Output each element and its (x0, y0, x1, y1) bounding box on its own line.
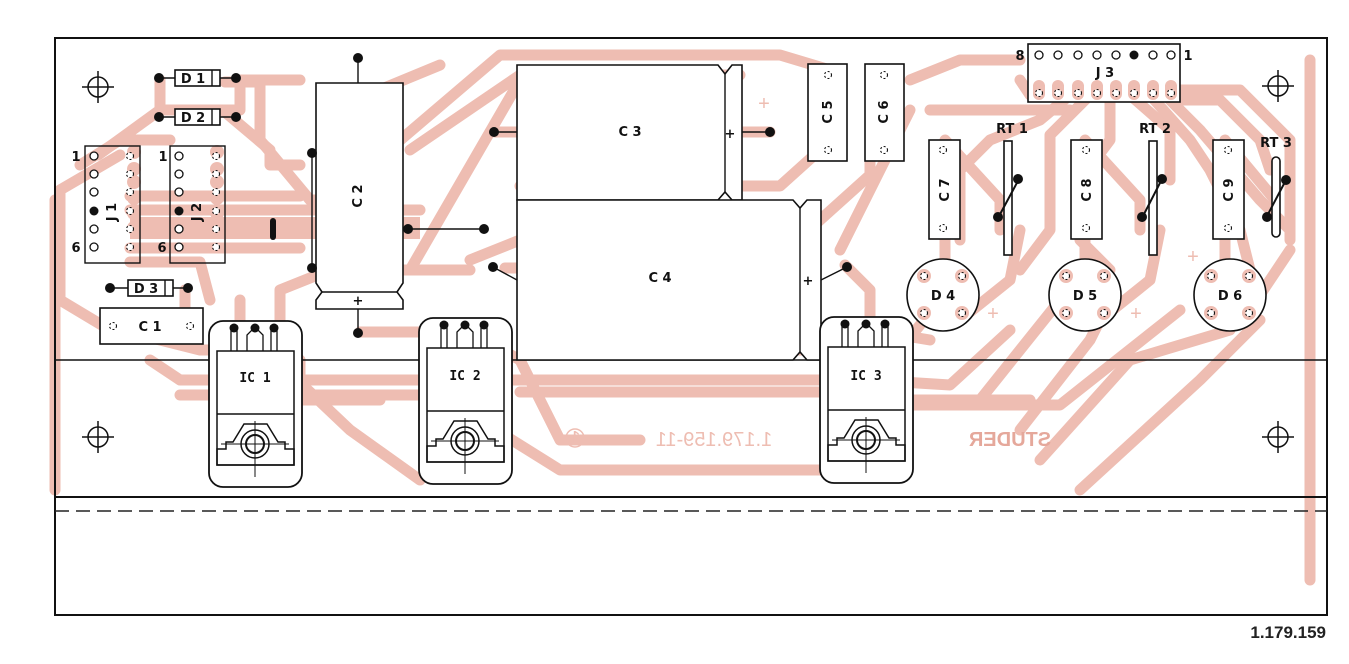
connector-j3[interactable]: 8 1 J 3 (1015, 43, 1193, 103)
label-rt2: RT 2 (1139, 122, 1171, 137)
regulator-ic2[interactable]: IC 2 (418, 317, 513, 485)
label-c6: C 6 (877, 100, 892, 123)
pin1-marker: 1 (1183, 49, 1192, 64)
label-d4: D 4 (931, 289, 955, 304)
label-c5: C 5 (821, 100, 836, 123)
label-c9: C 9 (1222, 178, 1237, 201)
label-c4: C 4 (648, 271, 671, 286)
thermistor-rt2[interactable]: RT 2 (1137, 122, 1171, 256)
thermistor-rt1[interactable]: RT 1 (993, 122, 1028, 256)
plus-marker: + (725, 127, 736, 142)
label-c1: C 1 (138, 320, 161, 335)
regulator-ic1[interactable]: IC 1 (208, 320, 303, 488)
label-c2: C 2 (351, 184, 366, 207)
pin6-marker: 6 (157, 241, 166, 256)
label-ic1: IC 1 (239, 371, 270, 386)
capacitor-c1[interactable]: C 1 (99, 307, 204, 345)
label-c3: C 3 (618, 125, 641, 140)
label-c7: C 7 (938, 178, 953, 201)
capacitor-c9[interactable]: C 9 (1212, 139, 1245, 240)
pin6-marker: 6 (71, 241, 80, 256)
label-ic3: IC 3 (850, 369, 881, 384)
label-rt3: RT 3 (1260, 136, 1292, 151)
led-d4[interactable]: D 4 (906, 258, 980, 332)
label-rt1: RT 1 (996, 122, 1028, 137)
capacitor-c8[interactable]: C 8 (1070, 139, 1103, 240)
diode-d2[interactable]: D 2 (154, 108, 241, 126)
connector-j2[interactable]: 1 6 J 2 (157, 145, 226, 264)
label-c8: C 8 (1080, 178, 1095, 201)
regulator-ic3[interactable]: IC 3 (819, 316, 914, 484)
label-d5: D 5 (1073, 289, 1097, 304)
silk-plus: + (1187, 246, 1199, 268)
label-j2: J 2 (190, 203, 205, 222)
plus-marker: + (353, 294, 364, 309)
plus-marker: + (803, 274, 814, 289)
silk-plus: + (1130, 303, 1142, 325)
thermistor-rt3[interactable]: RT 3 (1260, 136, 1292, 238)
silkscreen-part-number: 1.179.159-11 (656, 429, 772, 451)
connector-j1[interactable]: 1 6 J 1 (71, 145, 141, 264)
led-d6[interactable]: D 6 (1193, 258, 1267, 332)
capacitor-c3[interactable]: + C 3 (489, 64, 775, 201)
capacitor-c5[interactable]: C 5 (807, 63, 848, 162)
capacitor-c6[interactable]: C 6 (864, 63, 905, 162)
silkscreen-brand: STUDER (968, 429, 1051, 451)
drawing-number: 1.179.159 (1250, 623, 1326, 642)
diode-d1[interactable]: D 1 (154, 69, 241, 87)
silk-plus: + (758, 93, 770, 115)
label-j3: J 3 (1095, 66, 1114, 81)
silkscreen-revision: 1 (569, 428, 580, 450)
capacitor-c7[interactable]: C 7 (928, 139, 961, 240)
pin1-marker: 1 (71, 150, 80, 165)
label-d2: D 2 (181, 111, 205, 126)
mounting-hole-icon (82, 421, 114, 453)
wire-jumper (270, 218, 276, 240)
label-j1: J 1 (105, 203, 120, 222)
mounting-hole-icon (1262, 421, 1294, 453)
mounting-hole-icon (1262, 70, 1294, 102)
pin8-marker: 8 (1015, 49, 1024, 64)
mounting-hole-icon (82, 71, 114, 103)
capacitor-c4[interactable]: + C 4 (479, 199, 852, 361)
diode-d3[interactable]: D 3 (105, 279, 193, 297)
mounting-holes (82, 70, 1294, 453)
pin1-marker: 1 (158, 150, 167, 165)
label-ic2: IC 2 (449, 369, 480, 384)
label-d6: D 6 (1218, 289, 1242, 304)
label-d3: D 3 (134, 282, 158, 297)
silk-plus: + (987, 303, 999, 325)
led-d5[interactable]: D 5 (1048, 258, 1122, 332)
capacitor-c2[interactable]: + C 2 (307, 53, 485, 338)
label-d1: D 1 (181, 72, 205, 87)
